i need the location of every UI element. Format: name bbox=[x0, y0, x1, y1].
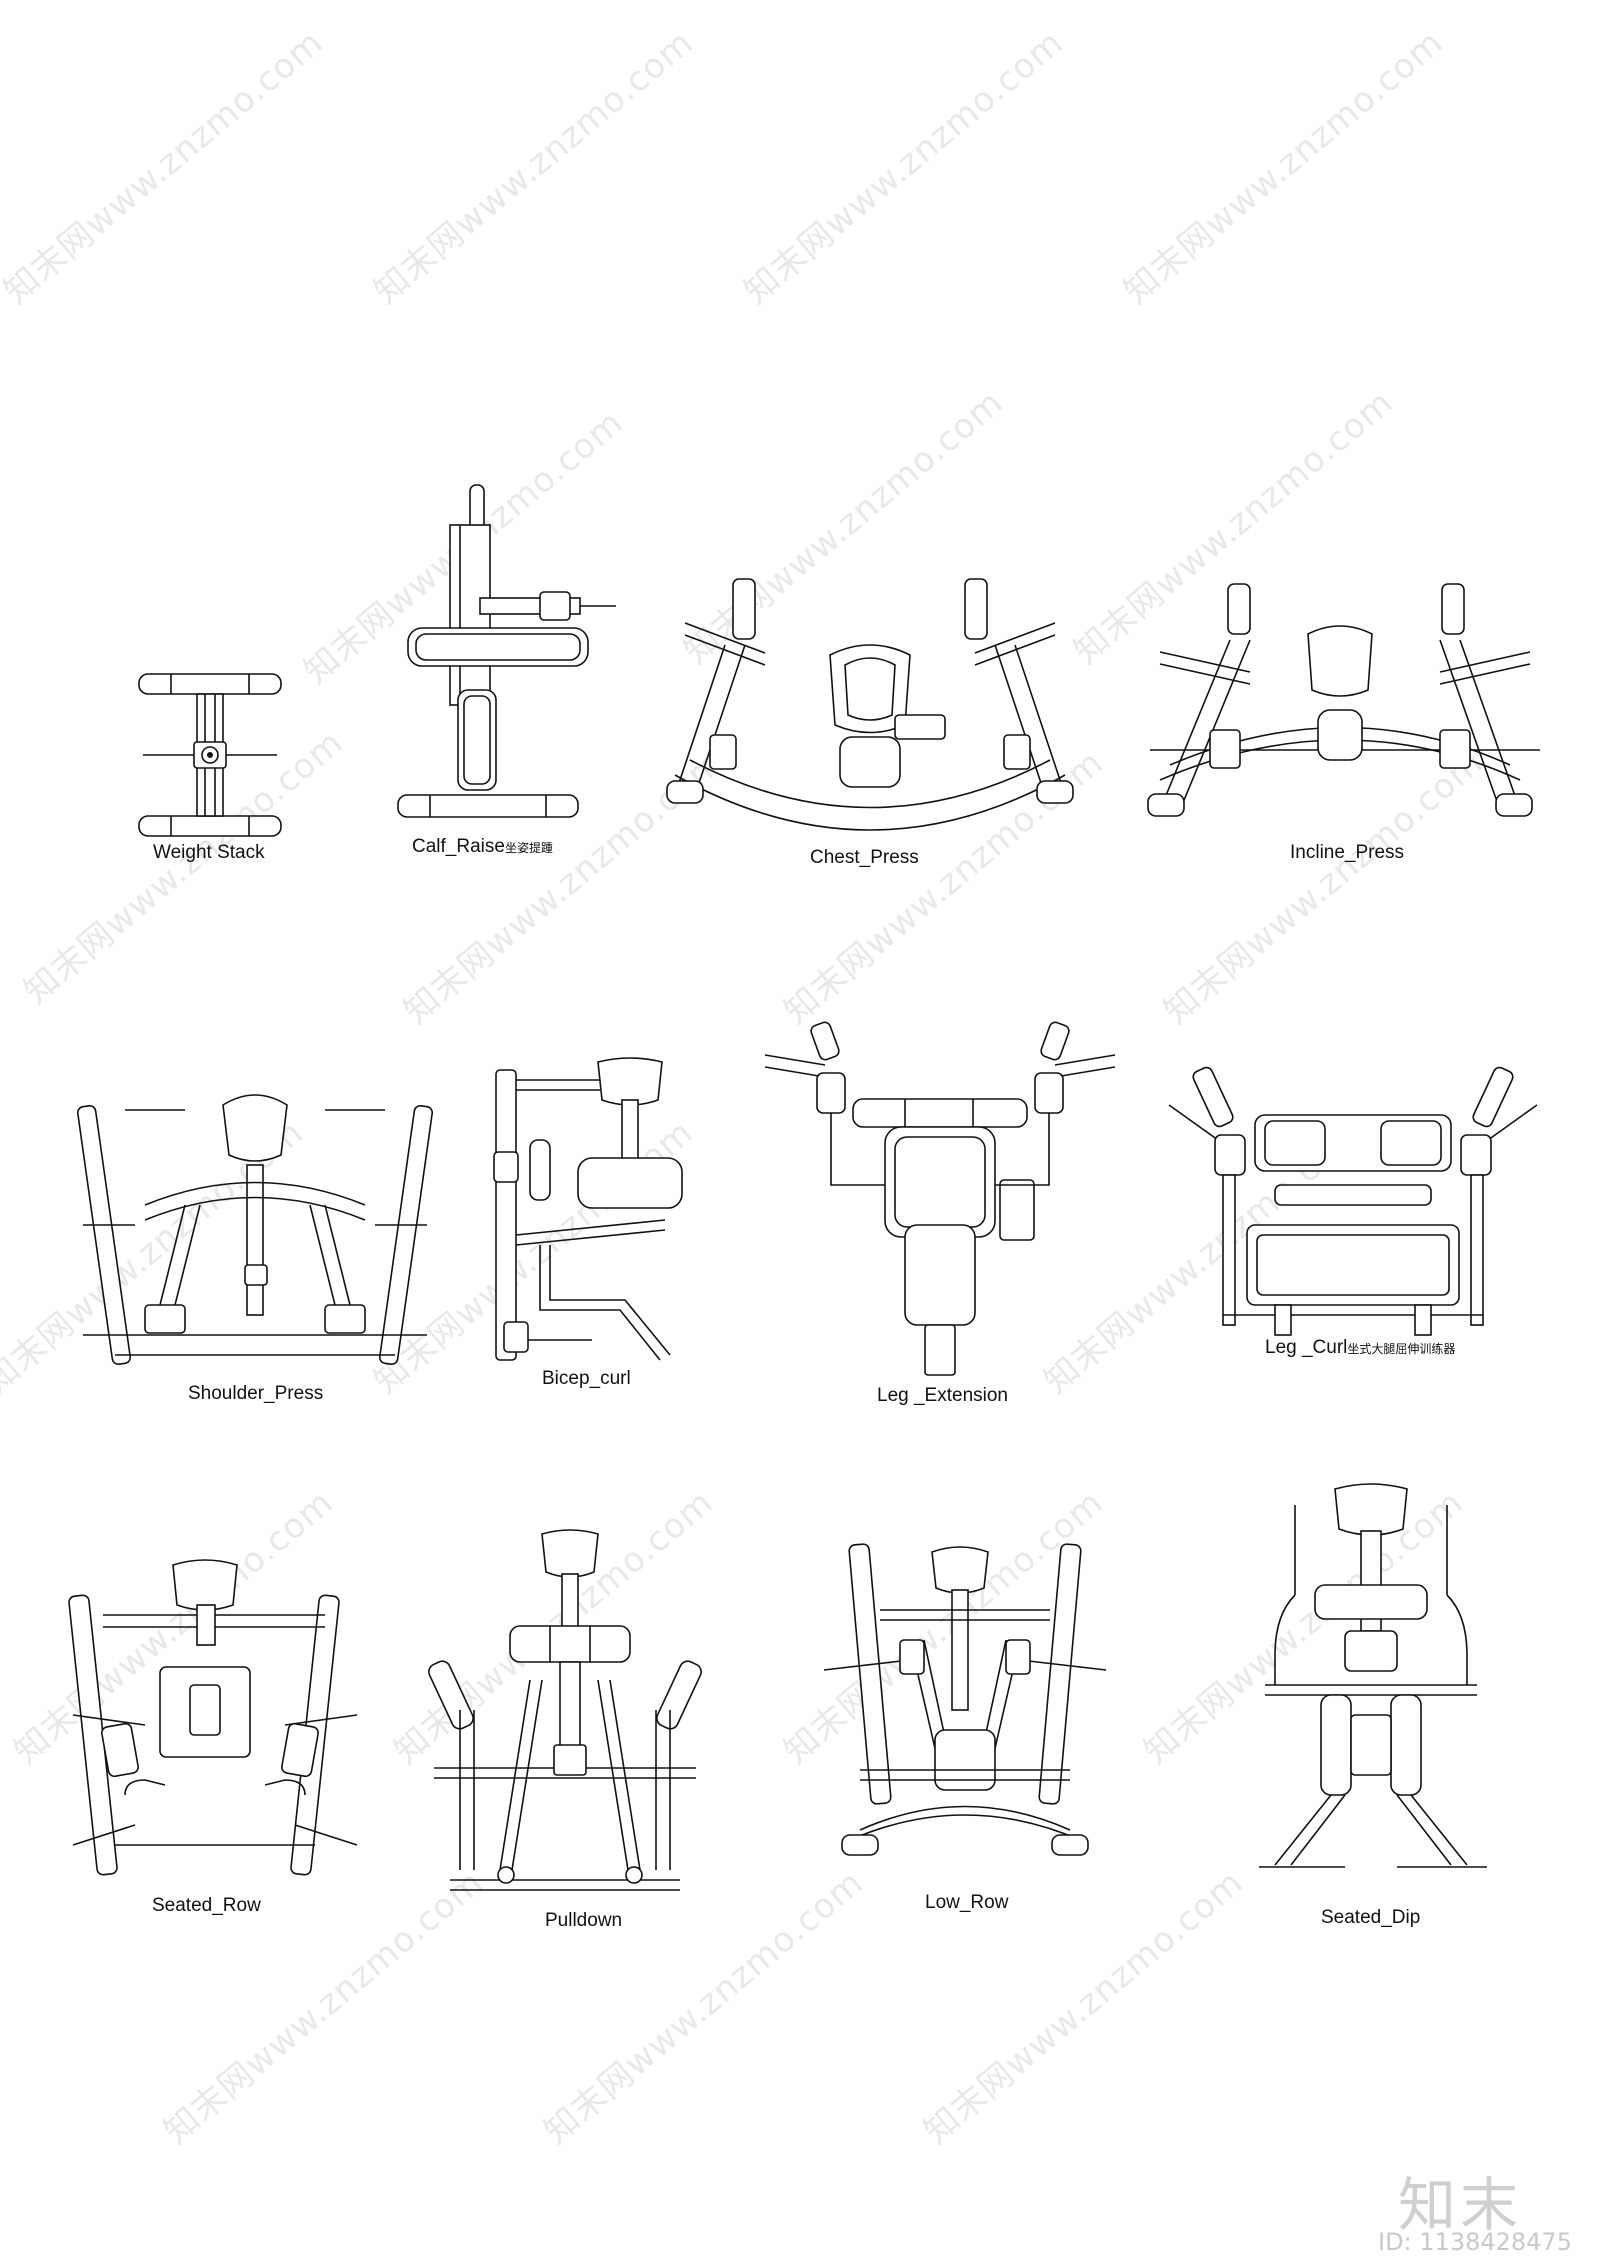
brand-logo: 知末 bbox=[1398, 2171, 1523, 2239]
machine-label: Seated_Dip bbox=[1321, 1907, 1421, 1928]
low-row-drawing bbox=[823, 1543, 1107, 1856]
bicep-curl-drawing bbox=[493, 1057, 683, 1361]
machine-label: Leg _Curl坐式大腿屈伸训练器 bbox=[1265, 1337, 1455, 1360]
machine-seated-dip: Seated_Dip bbox=[1255, 1483, 1495, 1945]
machine-leg-extension: Leg _Extension bbox=[755, 1015, 1125, 1415]
pulldown-drawing bbox=[428, 1529, 702, 1891]
machine-label-text: Calf_Raise bbox=[412, 836, 505, 857]
machine-weight-stack: Weight Stack bbox=[135, 670, 285, 863]
machine-label-sub: 坐姿提踵 bbox=[504, 841, 553, 855]
shoulder-press-drawing bbox=[76, 1094, 434, 1366]
machine-label: Seated_Row bbox=[152, 1895, 261, 1916]
seated-row-drawing bbox=[68, 1559, 358, 1876]
leg-curl-drawing bbox=[1168, 1066, 1538, 1336]
calf-raise-drawing bbox=[397, 484, 616, 818]
machine-label: Pulldown bbox=[545, 1910, 623, 1931]
machine-label-sub: 坐式大腿屈伸训练器 bbox=[1347, 1342, 1456, 1356]
watermark: 知末网www.znzmo.com bbox=[366, 22, 702, 313]
machine-incline-press: Incline_Press bbox=[1120, 580, 1550, 870]
machine-label: Shoulder_Press bbox=[188, 1383, 324, 1404]
incline-press-drawing bbox=[1147, 583, 1540, 817]
machine-seated-row: Seated_Row bbox=[65, 1555, 365, 1935]
machine-pulldown: Pulldown bbox=[428, 1529, 702, 1950]
machine-label-text: Leg _Curl bbox=[1265, 1337, 1348, 1358]
machine-calf-raise: Calf_Raise坐姿提踵 bbox=[390, 480, 640, 860]
leg-extension-drawing bbox=[764, 1021, 1116, 1376]
weight-stack-drawing bbox=[138, 673, 282, 837]
machine-chest-press: Chest_Press bbox=[655, 575, 1085, 875]
machine-label: Chest_Press bbox=[810, 847, 919, 868]
watermark: 知末网www.znzmo.com bbox=[1116, 22, 1452, 313]
chest-press-drawing bbox=[666, 578, 1074, 831]
seated-dip-drawing bbox=[1259, 1483, 1487, 1868]
machine-label: Calf_Raise坐姿提踵 bbox=[412, 836, 553, 858]
watermark: 知末网www.znzmo.com bbox=[736, 22, 1072, 313]
machine-bicep-curl: Bicep_curl bbox=[480, 1057, 700, 1400]
machine-label: Leg _Extension bbox=[877, 1385, 1008, 1406]
machine-leg-curl: Leg _Curl坐式大腿屈伸训练器 bbox=[1165, 1065, 1565, 1385]
machine-shoulder-press: Shoulder_Press bbox=[75, 1075, 435, 1415]
watermark: 知末网www.znzmo.com bbox=[0, 22, 332, 313]
machine-label: Weight Stack bbox=[153, 842, 265, 863]
machine-label: Bicep_curl bbox=[542, 1368, 631, 1389]
machine-low-row: Low_Row bbox=[820, 1540, 1110, 1940]
image-id: ID: 1138428475 bbox=[1378, 2228, 1572, 2256]
machine-label: Incline_Press bbox=[1290, 842, 1405, 863]
machine-label: Low_Row bbox=[925, 1892, 1009, 1913]
